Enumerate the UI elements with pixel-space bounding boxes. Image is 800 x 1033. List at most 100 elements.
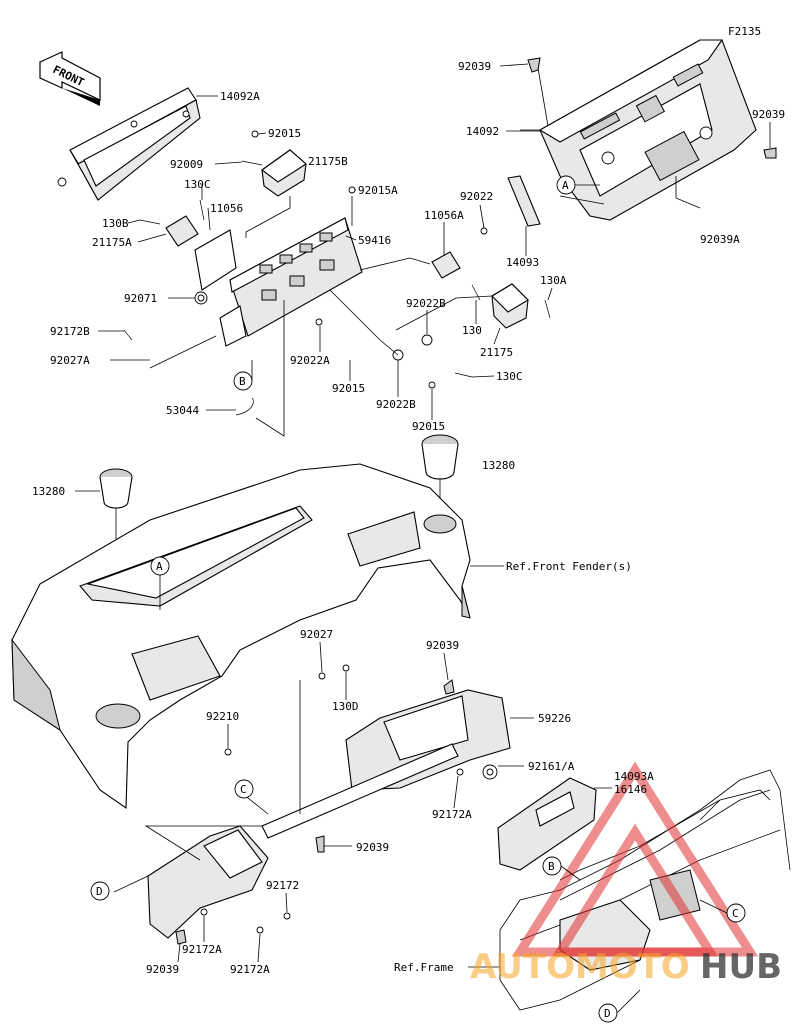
label-59416: 59416 bbox=[358, 234, 391, 247]
front-arrow-icon: FRONT bbox=[39, 51, 101, 106]
label-16146: 16146 bbox=[614, 783, 647, 796]
label-92039-b: 92039 bbox=[752, 108, 785, 121]
callout-D-left: D bbox=[90, 881, 110, 901]
svg-text:A: A bbox=[562, 179, 569, 192]
svg-text:D: D bbox=[604, 1007, 611, 1020]
bolt-92009-icon bbox=[241, 160, 263, 166]
label-92210: 92210 bbox=[206, 710, 239, 723]
clip-92172A-2-icon bbox=[200, 908, 208, 916]
label-92172A-c: 92172A bbox=[230, 963, 270, 976]
meter-cover-14092A bbox=[57, 87, 201, 201]
callout-C-dash: C bbox=[234, 779, 254, 799]
nut-92210-icon bbox=[224, 748, 232, 756]
callout-C-frame: C bbox=[726, 903, 746, 923]
label-59226: 59226 bbox=[538, 712, 571, 725]
label-13280-a: 13280 bbox=[32, 485, 65, 498]
grommet-92071 bbox=[194, 291, 208, 305]
svg-text:C: C bbox=[240, 783, 247, 796]
label-13280-b: 13280 bbox=[482, 459, 515, 472]
bracket-14093 bbox=[507, 175, 541, 227]
label-14093: 14093 bbox=[506, 256, 539, 269]
label-92071: 92071 bbox=[124, 292, 157, 305]
label-21175: 21175 bbox=[480, 346, 513, 359]
label-92015: 92015 bbox=[268, 127, 301, 140]
label-92015A: 92015A bbox=[358, 184, 398, 197]
label-92172A: 92172A bbox=[432, 808, 472, 821]
label-92022A: 92022A bbox=[290, 354, 330, 367]
bolt-130C-2-icon bbox=[454, 372, 473, 378]
label-92022: 92022 bbox=[460, 190, 493, 203]
label-14093A: 14093A bbox=[614, 770, 654, 783]
callout-A-top: A bbox=[556, 175, 576, 195]
label-92161: 92161/A bbox=[528, 760, 575, 773]
bolt-130A-icon bbox=[544, 299, 551, 319]
svg-text:D: D bbox=[96, 885, 103, 898]
clip-92172B-icon bbox=[123, 329, 133, 341]
glove-box-14093A bbox=[497, 777, 597, 871]
label-92015-c: 92015 bbox=[412, 420, 445, 433]
connector-11056A bbox=[431, 251, 461, 279]
lower-beam bbox=[261, 743, 459, 839]
label-92022B-b: 92022B bbox=[376, 398, 416, 411]
dashboard-body bbox=[11, 463, 471, 810]
clip-92172A-3-icon bbox=[256, 926, 264, 934]
callout-D-frame: D bbox=[598, 1003, 618, 1023]
label-11056A: 11056A bbox=[424, 209, 464, 222]
bolt-92039-bottom-icon bbox=[175, 929, 187, 945]
label-130B: 130B bbox=[102, 217, 129, 230]
label-92172A-b: 92172A bbox=[182, 943, 222, 956]
label-92027: 92027 bbox=[300, 628, 333, 641]
hose-53044-icon bbox=[235, 397, 254, 416]
relay-21175B bbox=[261, 149, 307, 197]
clip-92172A-icon bbox=[456, 768, 464, 776]
fuse-box-59416 bbox=[219, 217, 363, 347]
label-11056: 11056 bbox=[210, 202, 243, 215]
label-92039-d: 92039 bbox=[356, 841, 389, 854]
diagram-code: F2135 bbox=[728, 25, 761, 38]
side-cover-left bbox=[147, 825, 269, 939]
label-92039-a: 92039 bbox=[458, 60, 491, 73]
nut-92022-icon bbox=[480, 227, 488, 235]
bolt-92039-low-icon bbox=[315, 835, 325, 853]
bolt-130-icon bbox=[471, 284, 481, 301]
callout-A-dash: A bbox=[150, 556, 170, 576]
nut-92022A-icon bbox=[315, 318, 323, 326]
label-130A: 130A bbox=[540, 274, 567, 287]
bolt-92039-mid-icon bbox=[443, 679, 455, 695]
label-92039-c: 92039 bbox=[426, 639, 459, 652]
washer-92022B-icon bbox=[421, 334, 433, 346]
relay-21175 bbox=[491, 283, 529, 329]
label-92172: 92172 bbox=[266, 879, 299, 892]
bolt-130C-icon bbox=[199, 199, 205, 221]
label-92039-e: 92039 bbox=[146, 963, 179, 976]
label-130D: 130D bbox=[332, 700, 359, 713]
label-21175B: 21175B bbox=[308, 155, 348, 168]
clip-92172-icon bbox=[283, 912, 291, 920]
nut-92027-icon bbox=[318, 672, 326, 680]
svg-text:B: B bbox=[548, 860, 555, 873]
label-92022B: 92022B bbox=[406, 297, 446, 310]
label-53044: 53044 bbox=[166, 404, 199, 417]
label-92172B: 92172B bbox=[50, 325, 90, 338]
bracket-11056 bbox=[165, 215, 237, 291]
label-14092: 14092 bbox=[466, 125, 499, 138]
under-dash-cover-59226 bbox=[345, 689, 511, 791]
label-92015-b: 92015 bbox=[332, 382, 365, 395]
cup-holder-13280-right bbox=[421, 434, 459, 480]
label-ref-frame: Ref.Frame bbox=[394, 961, 454, 974]
svg-text:C: C bbox=[732, 907, 739, 920]
label-130C: 130C bbox=[184, 178, 211, 191]
nut-92015-icon bbox=[428, 381, 436, 389]
bolt-92039-right-icon bbox=[763, 147, 777, 159]
meter-panel-14092 bbox=[538, 39, 757, 221]
svg-text:A: A bbox=[156, 560, 163, 573]
label-14092A: 14092A bbox=[220, 90, 260, 103]
label-ref-front-fender: Ref.Front Fender(s) bbox=[506, 560, 632, 573]
nut-92015-top-icon bbox=[251, 130, 259, 138]
label-130C-b: 130C bbox=[496, 370, 523, 383]
cup-holder-13280-left bbox=[99, 468, 133, 509]
watermark-logo: AUTOMOTO HUB bbox=[470, 761, 782, 987]
svg-text:B: B bbox=[239, 375, 246, 388]
label-92009: 92009 bbox=[170, 158, 203, 171]
